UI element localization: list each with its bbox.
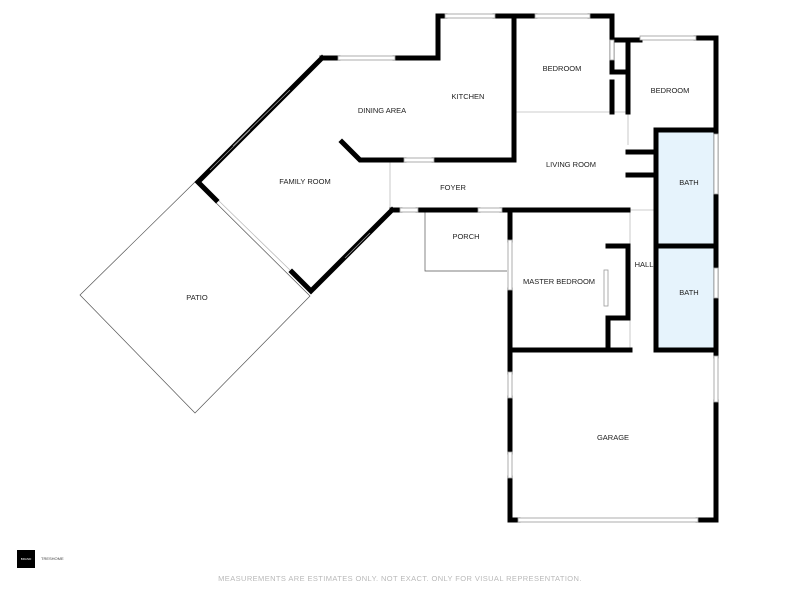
room-label-porch: PORCH xyxy=(452,232,479,241)
room-label-garage: GARAGE xyxy=(597,433,629,442)
room-label-bath-2: BATH xyxy=(679,288,698,297)
room-label-bedroom-1: BEDROOM xyxy=(543,64,582,73)
room-label-kitchen: KITCHEN xyxy=(452,92,485,101)
bath-fill-upper xyxy=(658,130,716,246)
brand-logo: BRAND xyxy=(17,550,35,568)
room-label-dining-area: DINING AREA xyxy=(358,106,406,115)
porch-outline xyxy=(424,212,507,272)
room-label-family-room: FAMILY ROOM xyxy=(279,177,330,186)
room-label-hall: HALL xyxy=(635,260,654,269)
room-label-patio: PATIO xyxy=(186,293,208,302)
room-label-bath-1: BATH xyxy=(679,178,698,187)
windows xyxy=(209,13,719,523)
brand-logo-text: BRAND xyxy=(20,557,32,561)
disclaimer-text: MEASUREMENTS ARE ESTIMATES ONLY. NOT EXA… xyxy=(218,574,582,583)
room-label-living-room: LIVING ROOM xyxy=(546,160,596,169)
room-labels: DINING AREA KITCHEN BEDROOM BEDROOM FAMI… xyxy=(186,64,698,442)
patio-outline xyxy=(79,181,311,414)
bath-fill-lower xyxy=(658,247,716,348)
room-label-bedroom-2: BEDROOM xyxy=(651,86,690,95)
openings xyxy=(217,111,656,350)
room-label-master-bedroom: MASTER BEDROOM xyxy=(523,277,595,286)
room-label-foyer: FOYER xyxy=(440,183,466,192)
brand-name: TRESHOME xyxy=(41,556,64,561)
